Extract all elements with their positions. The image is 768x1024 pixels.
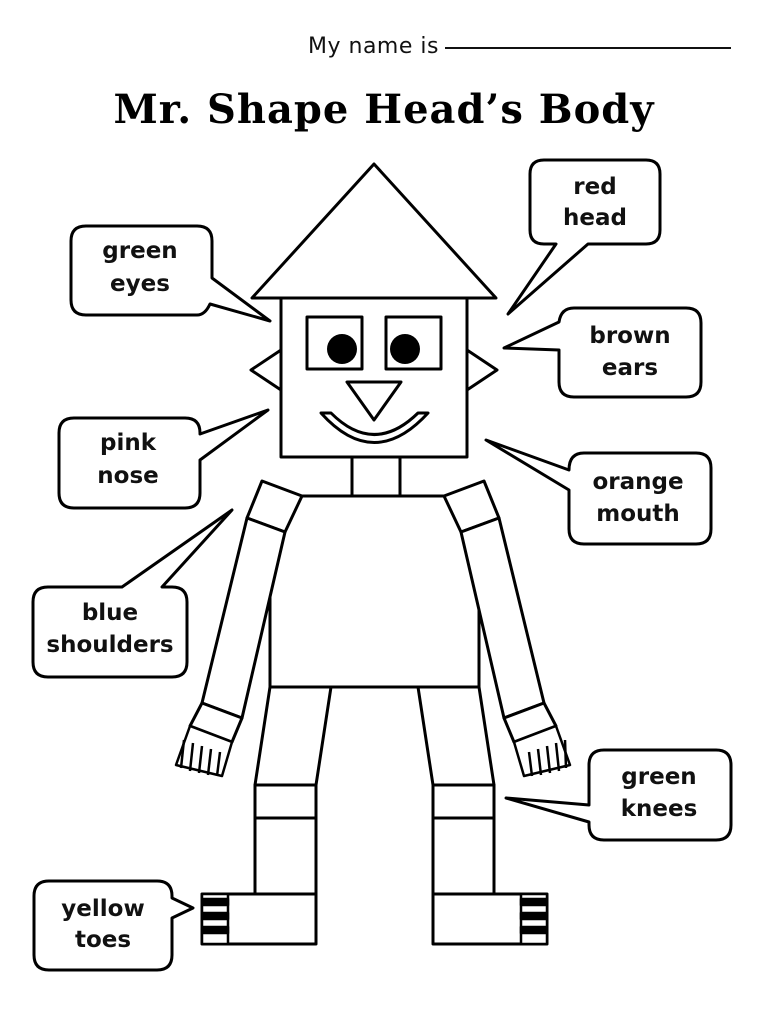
- right-toes: [519, 892, 549, 946]
- label-line-1: pink: [100, 430, 157, 456]
- torso: [268, 494, 481, 689]
- label-bubble-green-eyes: green eyes: [69, 224, 272, 323]
- left-toes: [200, 892, 230, 946]
- name-blank[interactable]: [444, 47, 731, 49]
- label-line-1: green: [102, 238, 177, 264]
- bubble-shape: [502, 306, 703, 399]
- right-leg: [416, 685, 549, 946]
- label-line-2: knees: [621, 796, 698, 822]
- left-knee: [253, 783, 318, 820]
- label-line-1: yellow: [61, 896, 144, 922]
- label-bubble-yellow-toes: yellow toes: [32, 879, 195, 972]
- left-arm: [174, 479, 304, 778]
- bubble-shape: [504, 748, 733, 842]
- label-line-2: toes: [75, 927, 131, 953]
- left-thigh: [253, 685, 333, 787]
- label-line-2: nose: [97, 463, 158, 489]
- bubble-shape: [57, 408, 270, 510]
- left-ear: [249, 348, 283, 392]
- label-line-2: eyes: [110, 271, 170, 297]
- label-bubble-red-head: red head: [506, 158, 662, 316]
- neck: [350, 455, 402, 498]
- bubble-shape: [484, 438, 713, 546]
- right-thigh: [416, 685, 496, 787]
- hat-triangle: [250, 162, 498, 300]
- label-line-2: shoulders: [46, 632, 173, 658]
- left-hand-fingers: [174, 724, 234, 778]
- label-bubble-blue-shoulders: blue shoulders: [31, 508, 234, 679]
- bubble-shape: [32, 879, 195, 972]
- bubble-shape: [31, 508, 234, 679]
- label-bubble-orange-mouth: orange mouth: [484, 438, 713, 546]
- label-line-1: red: [573, 174, 616, 200]
- right-ear: [465, 348, 499, 392]
- right-eye-pupil: [390, 334, 420, 364]
- label-bubble-brown-ears: brown ears: [502, 306, 703, 399]
- label-line-1: orange: [592, 469, 683, 495]
- label-bubble-pink-nose: pink nose: [57, 408, 270, 510]
- label-line-2: mouth: [596, 501, 680, 527]
- label-line-2: head: [563, 205, 627, 231]
- label-bubble-green-knees: green knees: [504, 748, 733, 842]
- label-line-1: green: [621, 764, 696, 790]
- page-title: Mr. Shape Head’s Body: [113, 86, 655, 133]
- left-eye-pupil: [327, 334, 357, 364]
- right-knee: [431, 783, 496, 820]
- label-line-1: blue: [82, 600, 138, 626]
- label-line-2: ears: [602, 355, 658, 381]
- right-shin: [431, 816, 496, 896]
- label-line-1: brown: [589, 323, 670, 349]
- right-arm: [442, 479, 572, 778]
- bubble-shape: [69, 224, 272, 323]
- bubble-shape: [506, 158, 662, 316]
- right-hand-fingers: [512, 724, 572, 778]
- mouth-smile: [319, 411, 430, 444]
- name-prompt: My name is: [308, 34, 439, 59]
- left-shin: [253, 816, 318, 896]
- nose-triangle: [345, 380, 403, 422]
- name-line: My name is: [308, 34, 731, 59]
- left-leg: [200, 685, 333, 946]
